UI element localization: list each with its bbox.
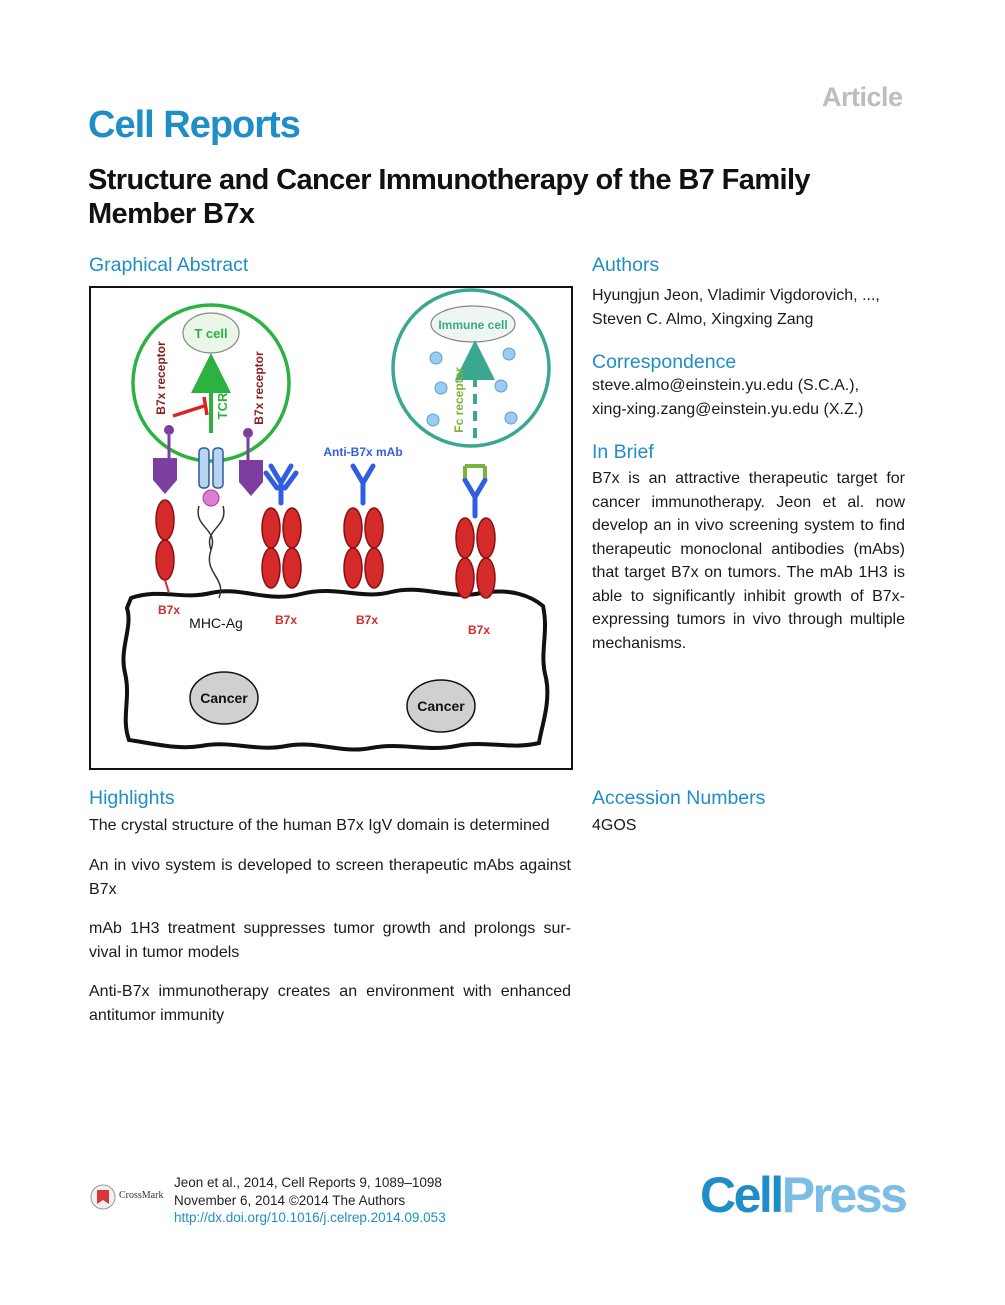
highlight-item-4: Anti-B7x immunotherapy creates an enviro…: [89, 983, 571, 1024]
cellpress-logo-cell: Cell: [700, 1167, 784, 1223]
highlights-heading: Highlights: [89, 787, 175, 809]
crossmark-label: CrossMark: [119, 1190, 164, 1201]
authors-line-2: Steven C. Almo, Xingxing Zang: [592, 310, 814, 328]
correspondence-email-2[interactable]: xing-xing.zang@einstein.yu.edu (X.Z.): [592, 400, 864, 418]
authors-line-1: Hyungjun Jeon, Vladimir Vigdorovich, ...…: [592, 287, 880, 304]
crossmark-badge[interactable]: CrossMark: [90, 1184, 180, 1210]
immune-cell-circle: [391, 288, 551, 448]
b7x-receptor-shape-right: [239, 460, 263, 496]
inhibition-bar: [202, 396, 209, 416]
highlight-item-1: The crystal structure of the human B7x I…: [89, 817, 550, 834]
b7x-receptor-shape-left: [153, 458, 177, 494]
highlight-item-3: mAb 1H3 treatment suppresses tumor growt…: [89, 920, 571, 961]
antibody-3: [462, 477, 488, 519]
b7x-label-4: B7x: [468, 623, 490, 637]
footer-date-copyright: November 6, 2014 ©2014 The Authors: [174, 1192, 406, 1208]
anti-b7x-mab-label: Anti-B7x mAb: [323, 445, 402, 459]
mhc-molecule: [197, 505, 225, 599]
tcr-label: TCR: [215, 392, 230, 419]
b7x-receptor-label-right: B7x receptor: [252, 351, 266, 425]
authors-heading: Authors: [592, 254, 660, 276]
b7x-label-1: B7x: [158, 603, 180, 617]
cellpress-logo: CellPress: [700, 1166, 908, 1224]
cancer-nucleus-right: [406, 679, 476, 733]
t-cell-circle: [131, 303, 291, 463]
immune-cell-label: Immune cell: [438, 318, 507, 332]
graphical-abstract-figure: Cancer Cancer T cell TCR B7x receptor B7…: [89, 286, 573, 770]
accession-heading: Accession Numbers: [592, 787, 766, 809]
b7x-protein-4: [455, 517, 496, 599]
t-cell-label: T cell: [194, 326, 227, 341]
b7x-protein-3: [343, 507, 384, 589]
fc-receptor-label: Fc receptor: [452, 367, 466, 433]
in-brief-heading: In Brief: [592, 441, 654, 463]
authors-list: Hyungjun Jeon, Vladimir Vigdorovich, ...…: [592, 284, 912, 331]
article-type-label: Article: [822, 82, 903, 112]
footer-doi-link[interactable]: http://dx.doi.org/10.1016/j.celrep.2014.…: [174, 1210, 446, 1225]
cancer-label-right: Cancer: [417, 698, 465, 714]
inhibition-line: [172, 404, 205, 418]
b7x-receptor-label-left: B7x receptor: [154, 341, 168, 415]
graphical-abstract-heading: Graphical Abstract: [89, 254, 249, 276]
cellpress-logo-press: Press: [781, 1167, 908, 1223]
accession-value[interactable]: 4GOS: [592, 817, 637, 834]
antibody-1: [263, 463, 299, 506]
cancer-label-left: Cancer: [200, 690, 248, 706]
article-title: Structure and Cancer Immunotherapy of th…: [88, 164, 811, 230]
b7x-protein-1: [155, 499, 175, 594]
in-brief-text: B7x is an attractive therapeutic target …: [592, 470, 905, 652]
cytotoxic-granules: [426, 347, 518, 427]
crossmark-icon: [90, 1184, 116, 1210]
fc-receptor-shape: [463, 464, 487, 478]
antibody-2: [350, 463, 376, 506]
antigen-peptide: [202, 489, 220, 507]
footer-citation-line: Jeon et al., 2014, Cell Reports 9, 1089–…: [174, 1175, 442, 1190]
highlight-item-2: An in vivo system is developed to screen…: [89, 857, 571, 898]
cancer-nucleus-left: [189, 671, 259, 725]
b7x-label-3: B7x: [356, 613, 378, 627]
correspondence-heading: Correspondence: [592, 351, 737, 373]
correspondence-emails: steve.almo@einstein.yu.edu (S.C.A.), xin…: [592, 374, 912, 421]
cancer-cell-membrane: [121, 587, 550, 752]
correspondence-email-1[interactable]: steve.almo@einstein.yu.edu (S.C.A.),: [592, 377, 860, 394]
mhc-ag-label: MHC-Ag: [189, 615, 243, 631]
journal-name: Cell Reports: [88, 104, 301, 146]
tcr-complex: [198, 447, 224, 489]
footer-citation: Jeon et al., 2014, Cell Reports 9, 1089–…: [174, 1174, 446, 1227]
b7x-protein-2: [261, 507, 302, 589]
b7x-label-2: B7x: [275, 613, 297, 627]
